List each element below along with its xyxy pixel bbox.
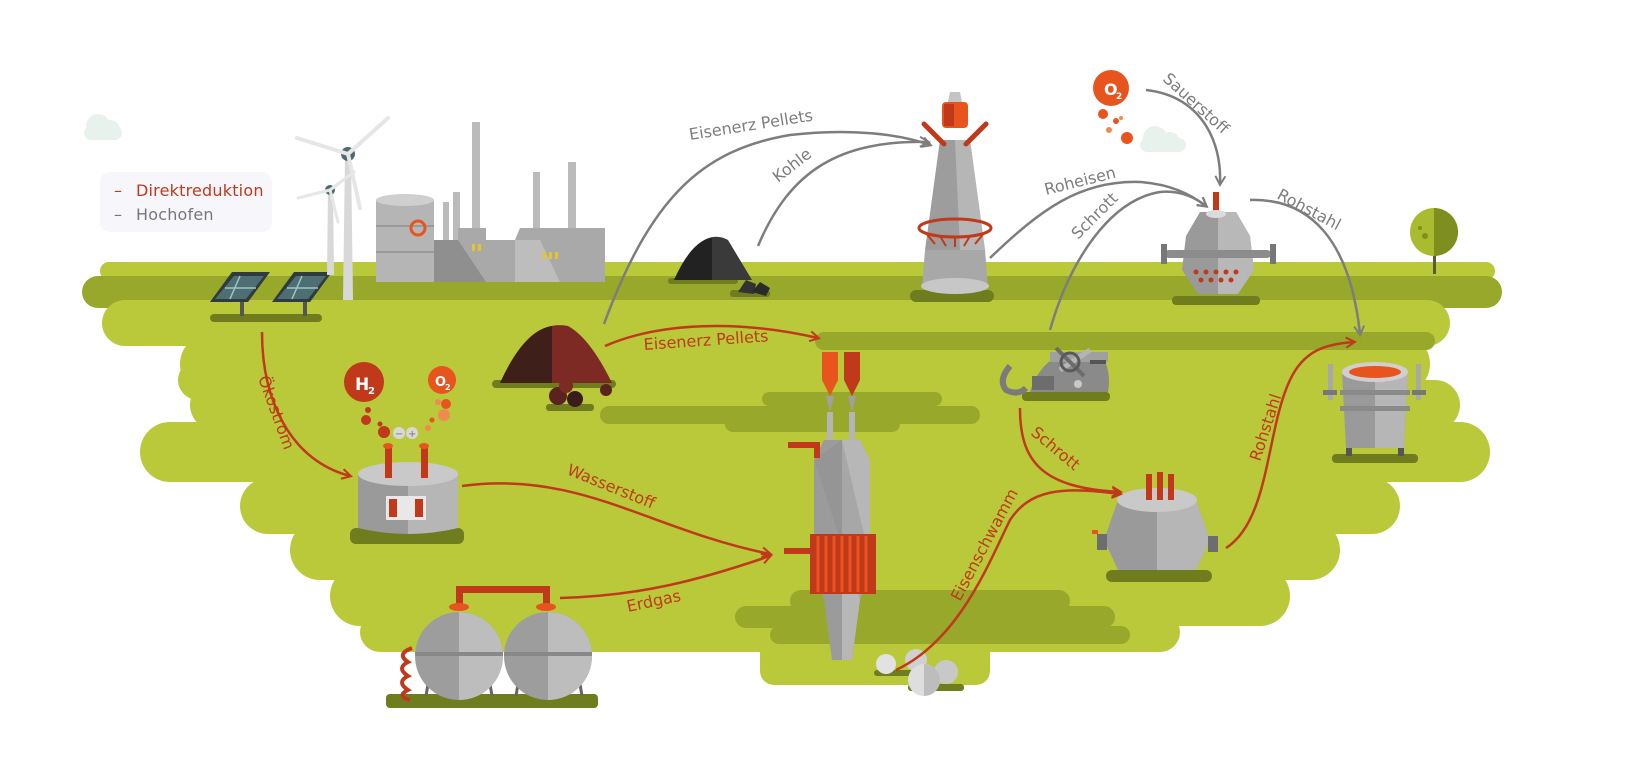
legend-item-hochofen: –Hochofen bbox=[114, 205, 214, 224]
arrow-wasserstoff bbox=[461, 482, 770, 554]
electrode-signs: − + bbox=[393, 427, 418, 440]
electrolyzer-icon bbox=[350, 443, 464, 544]
label-sauerstoff: Sauerstoff bbox=[1159, 69, 1233, 139]
arrow-eisenerz-pellets-red bbox=[604, 324, 818, 348]
gas-tanks-icon bbox=[386, 586, 598, 708]
converter-icon bbox=[1161, 192, 1276, 305]
o2-top-sub: 2 bbox=[1116, 92, 1122, 102]
grass-ground bbox=[82, 262, 1502, 685]
legend: –Direktreduktion –Hochofen bbox=[100, 172, 272, 232]
legend-dash-red: – bbox=[114, 181, 123, 200]
wind-turbine-icon bbox=[295, 116, 390, 300]
plus-sign: + bbox=[408, 429, 416, 440]
oxygen-badge-top: O 2 bbox=[1093, 70, 1133, 144]
hydrogen-badge: H 2 bbox=[344, 362, 390, 438]
flow-red bbox=[260, 324, 1354, 672]
wind-turbine-icon bbox=[296, 170, 356, 275]
arrow-eisenerz-pellets-top bbox=[602, 130, 930, 325]
legend-item-direktreduktion: –Direktreduktion bbox=[114, 181, 264, 200]
arrow-rohstahl-top bbox=[1249, 198, 1360, 334]
coal-pile-icon bbox=[668, 236, 770, 297]
h2-main: H bbox=[355, 375, 369, 395]
scrap-heap-icon bbox=[999, 346, 1110, 401]
o2-left-main: O bbox=[435, 375, 446, 390]
arrow-rohstahl-red bbox=[1225, 342, 1354, 550]
o2-left-sub: 2 bbox=[445, 383, 451, 392]
oxygen-badge-left: O 2 bbox=[425, 366, 456, 431]
label-eisenerz-pellets-top: Eisenerz Pellets bbox=[688, 106, 814, 144]
iron-ore-pile-icon bbox=[492, 325, 616, 411]
legend-dash-gray: – bbox=[114, 205, 123, 224]
o2-top-main: O bbox=[1104, 80, 1118, 99]
h2-sub: 2 bbox=[368, 386, 375, 397]
arrow-schrott-top bbox=[1048, 190, 1206, 331]
dri-furnace-icon bbox=[784, 352, 876, 660]
cloud-icon bbox=[1140, 126, 1186, 152]
arrow-eisenschwamm bbox=[895, 490, 1120, 672]
blast-furnace-icon bbox=[910, 92, 994, 302]
arrow-kohle bbox=[756, 142, 928, 247]
gray-labels: Eisenerz Pellets Kohle Roheisen Schrott … bbox=[688, 69, 1345, 243]
factory-icon bbox=[376, 122, 605, 282]
minus-sign: − bbox=[395, 429, 403, 440]
arc-furnace-icon bbox=[1092, 472, 1218, 582]
solar-panels-icon bbox=[210, 272, 332, 322]
arrow-oekostrom bbox=[260, 331, 350, 476]
ladle-icon bbox=[1323, 362, 1426, 463]
label-rohstahl-top: Rohstahl bbox=[1274, 185, 1344, 234]
tree-icon bbox=[1410, 208, 1458, 274]
flow-gray bbox=[602, 88, 1360, 334]
label-kohle: Kohle bbox=[769, 144, 815, 186]
legend-label: Hochofen bbox=[136, 205, 214, 224]
sponge-iron-icon bbox=[874, 649, 964, 696]
arrow-schrott-red bbox=[1018, 407, 1120, 492]
legend-label: Direktreduktion bbox=[136, 181, 264, 200]
arrow-sauerstoff bbox=[1145, 88, 1220, 184]
cloud-icon bbox=[84, 114, 122, 140]
arrow-erdgas bbox=[559, 556, 770, 600]
